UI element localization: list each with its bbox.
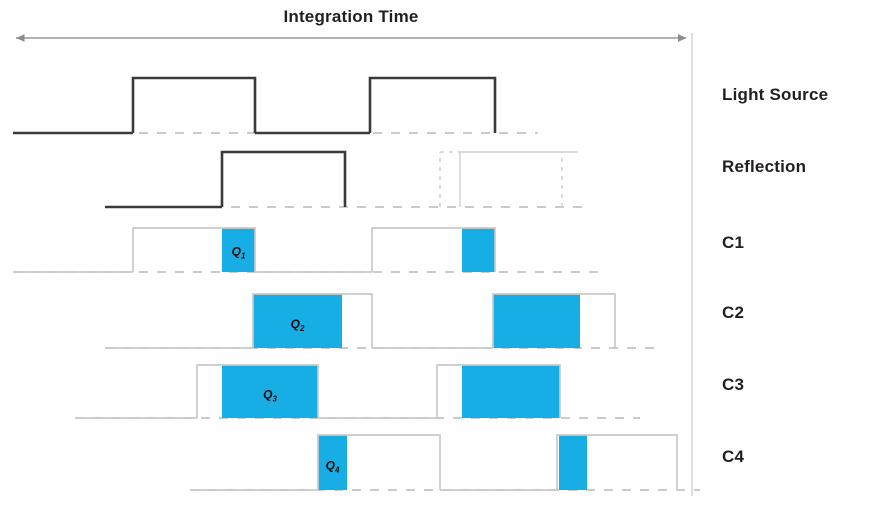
waveform-row-c1: Q1 C1	[13, 227, 744, 273]
charge-label-c1: Q1	[232, 245, 246, 261]
row-label-c1: C1	[722, 233, 744, 252]
pulse-c2-0	[252, 293, 373, 348]
pulse-c1-0	[132, 227, 256, 272]
charge-label-c3: Q3	[263, 387, 277, 403]
waveform-row-c3: Q3 C3	[75, 364, 744, 419]
pulse-light-source-0	[131, 76, 257, 133]
page-title: Integration Time	[283, 7, 418, 26]
ghost-pulse-reflection-0	[459, 151, 578, 207]
row-label-c4: C4	[722, 447, 744, 466]
pulse-reflection-0	[220, 150, 347, 207]
charge-fill-c3-1	[462, 365, 560, 418]
waveform-row-c4: Q4 C4	[190, 434, 744, 491]
row-label-reflection: Reflection	[722, 157, 806, 176]
row-label-c2: C2	[722, 303, 744, 322]
figure-title-group: Integration Time	[283, 7, 418, 26]
waveform-row-c2: Q2 C2	[105, 293, 744, 349]
waveform-row-light-source: Light Source	[13, 76, 828, 135]
charge-fill-c2-0	[253, 294, 342, 348]
pulse-c2-1	[492, 293, 616, 348]
charge-label-c4: Q4	[326, 459, 340, 475]
pulse-c3-0	[196, 364, 319, 418]
charge-fill-c3-0	[222, 365, 318, 418]
charge-fill-c1-0	[222, 228, 255, 272]
charge-fill-c4-0	[318, 435, 347, 490]
pulse-light-source-1	[368, 76, 497, 133]
row-label-c3: C3	[722, 375, 744, 394]
waveform-row-reflection: Reflection	[105, 150, 806, 209]
pulse-c4-1	[556, 434, 678, 490]
charge-fill-c4-1	[559, 435, 587, 490]
charge-fill-c2-1	[493, 294, 580, 348]
pulse-c3-1	[436, 364, 561, 418]
pulse-c1-1	[371, 227, 496, 272]
pulse-c4-0	[317, 434, 441, 490]
charge-label-c2: Q2	[291, 317, 305, 333]
row-label-light-source: Light Source	[722, 85, 828, 104]
charge-fill-c1-1	[462, 228, 495, 272]
